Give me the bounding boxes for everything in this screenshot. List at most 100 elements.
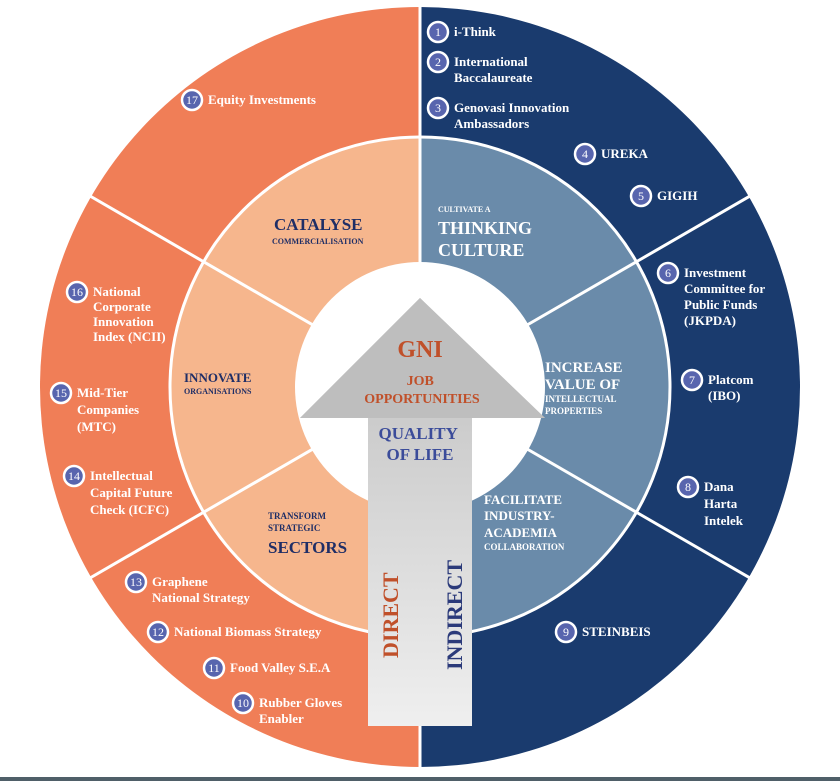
number-badge <box>426 50 450 74</box>
item-label-line: Innovation <box>93 314 154 329</box>
badge-number: 3 <box>435 101 441 115</box>
segment-transform: TRANSFORM STRATEGIC SECTORS <box>268 506 347 557</box>
badge-number: 13 <box>130 575 142 589</box>
item-label-line: Public Funds <box>684 297 757 312</box>
item-label: Platcom(IBO) <box>708 372 754 403</box>
program-item: 17 Equity Investments <box>180 88 316 112</box>
item-label-line: Dana <box>704 479 734 494</box>
item-label-line: (JKPDA) <box>684 313 736 328</box>
job-label: JOB OPPORTUNITIES <box>364 374 480 407</box>
item-label: GIGIH <box>657 188 697 203</box>
number-badge <box>680 368 704 392</box>
quality-label: QUALITY OF LIFE <box>379 424 462 464</box>
badge-number: 15 <box>55 386 67 400</box>
item-label-line: Food Valley S.E.A <box>230 660 331 675</box>
footer-bar <box>0 777 840 781</box>
segment-thinking: CULTIVATE A THINKING CULTURE <box>438 199 536 260</box>
item-label-line: STEINBEIS <box>582 624 651 639</box>
segment-increase: INCREASE VALUE OF INTELLECTUAL PROPERTIE… <box>545 359 627 416</box>
item-label-line: Genovasi Innovation <box>454 100 570 115</box>
item-label-line: UREKA <box>601 146 649 161</box>
item-label-line: Ambassadors <box>454 116 529 131</box>
number-badge <box>656 261 680 285</box>
item-label-line: National Biomass Strategy <box>174 624 322 639</box>
item-label-line: Check (ICFC) <box>90 502 169 517</box>
program-item: 1 i-Think <box>426 20 497 44</box>
item-label-line: Equity Investments <box>208 92 316 107</box>
number-badge <box>554 620 578 644</box>
item-label-line: Capital Future <box>90 485 173 500</box>
item-label-line: Corporate <box>93 299 151 314</box>
item-label-line: Index (NCII) <box>93 329 166 344</box>
program-item: 9 STEINBEIS <box>554 620 651 644</box>
item-label-line: Intellectual <box>90 468 153 483</box>
number-badge <box>146 620 170 644</box>
item-label-line: Mid-Tier <box>77 385 128 400</box>
number-badge <box>65 280 89 304</box>
number-badge <box>231 691 255 715</box>
gni-label: GNI <box>397 337 442 363</box>
badge-number: 16 <box>71 285 83 299</box>
item-label-line: Companies <box>77 402 139 417</box>
item-label-line: GIGIH <box>657 188 697 203</box>
badge-number: 11 <box>208 661 220 675</box>
item-label-line: (IBO) <box>708 388 741 403</box>
item-label-line: Investment <box>684 265 747 280</box>
item-label-line: Platcom <box>708 372 754 387</box>
badge-number: 14 <box>68 469 80 483</box>
number-badge <box>426 20 450 44</box>
indirect-label: INDIRECT <box>442 560 467 670</box>
badge-number: 7 <box>689 373 695 387</box>
segment-catalyse: CATALYSE COMMERCIALISATION <box>272 215 367 246</box>
badge-number: 9 <box>563 625 569 639</box>
badge-number: 10 <box>237 696 249 710</box>
item-label-line: Graphene <box>152 574 208 589</box>
program-item: 11 Food Valley S.E.A <box>202 656 331 680</box>
number-badge <box>49 381 73 405</box>
item-label-line: Committee for <box>684 281 765 296</box>
item-label: Equity Investments <box>208 92 316 107</box>
item-label-line: i-Think <box>454 24 497 39</box>
badge-number: 6 <box>665 266 671 280</box>
badge-number: 1 <box>435 25 441 39</box>
arrow-head <box>300 298 545 418</box>
number-badge <box>180 88 204 112</box>
number-badge <box>426 96 450 120</box>
number-badge <box>676 475 700 499</box>
badge-number: 8 <box>685 480 691 494</box>
badge-number: 5 <box>638 189 644 203</box>
segment-innovate: INNOVATE ORGANISATIONS <box>184 369 255 396</box>
item-label: i-Think <box>454 24 497 39</box>
item-label: Food Valley S.E.A <box>230 660 331 675</box>
direct-label: DIRECT <box>378 572 403 658</box>
item-label-line: International <box>454 54 528 69</box>
program-item: 5 GIGIH <box>629 184 697 208</box>
badge-number: 2 <box>435 55 441 69</box>
badge-number: 17 <box>186 93 198 107</box>
item-label-line: Enabler <box>259 711 304 726</box>
item-label-line: Intelek <box>704 513 744 528</box>
item-label: STEINBEIS <box>582 624 651 639</box>
number-badge <box>573 142 597 166</box>
item-label-line: (MTC) <box>77 419 116 434</box>
item-label-line: National Strategy <box>152 590 250 605</box>
